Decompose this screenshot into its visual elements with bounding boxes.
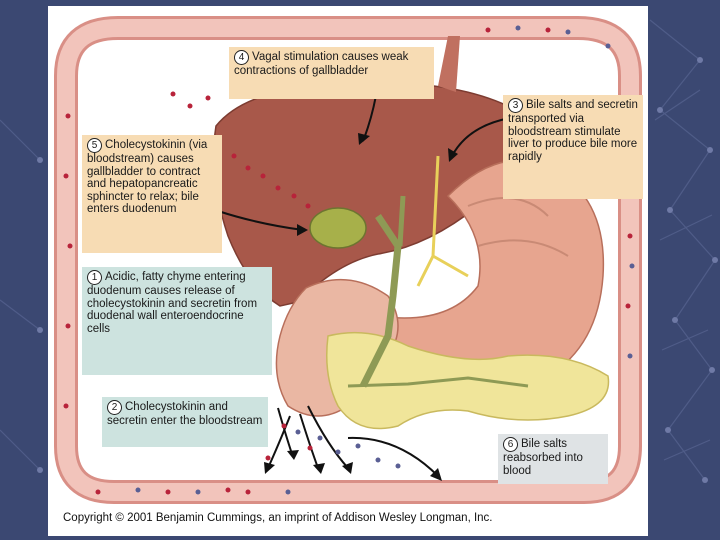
step-number: 2 [107, 400, 122, 415]
vagus-nerve [416, 155, 469, 287]
pancreas [326, 331, 610, 430]
callout-text: Acidic, fatty chyme entering duodenum ca… [87, 271, 258, 335]
callout-text: Bile salts reabsorbed into blood [503, 438, 583, 477]
step-number: 5 [87, 138, 102, 153]
step-number: 3 [508, 98, 523, 113]
copyright-text: Copyright © 2001 Benjamin Cummings, an i… [63, 512, 493, 524]
step-number: 1 [87, 270, 102, 285]
callout-text: Vagal stimulation causes weak contractio… [234, 51, 409, 77]
anatomy-illustration [54, 16, 642, 504]
callout-text: Bile salts and secretin transported via … [508, 99, 638, 163]
bile-duct [359, 214, 402, 388]
step-number: 6 [503, 437, 518, 452]
callout-text: Cholecystokinin and secretin enter the b… [107, 401, 263, 427]
step-number: 4 [234, 50, 249, 65]
callout-text: Cholecystokinin (via bloodstream) causes… [87, 139, 208, 215]
gallbladder [309, 207, 367, 249]
